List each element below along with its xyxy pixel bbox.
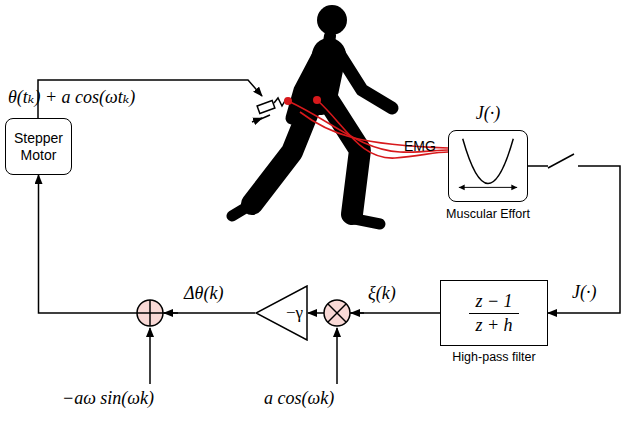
parabola-icon <box>449 131 527 201</box>
signal-label: ξ(k) <box>368 283 396 304</box>
signal-label: Δθ(k) <box>184 283 223 304</box>
caption-label: Muscular Effort <box>446 207 530 221</box>
caption-label: High-pass filter <box>452 350 535 364</box>
function-label: J(·) <box>476 103 500 124</box>
multiplier-symbol <box>324 300 364 384</box>
summing-junction <box>137 300 178 384</box>
gain-label: −γ <box>286 303 303 323</box>
signal-connector <box>39 175 256 313</box>
person-silhouette <box>232 5 392 224</box>
numerator: z − 1 <box>475 291 512 312</box>
electrode <box>313 96 321 104</box>
signal-name: EMG <box>404 138 436 154</box>
signal-label: a cos(ωk) <box>264 388 334 409</box>
signal-label: J(·) <box>572 282 596 303</box>
ankle-actuator <box>252 98 298 122</box>
box-label: Stepper Motor <box>8 130 70 164</box>
signal-label: θ(tₖ) + a cos(ωtₖ) <box>8 86 135 108</box>
process-box: Stepper Motor <box>5 118 72 175</box>
denominator: z + h <box>475 315 512 336</box>
electrode <box>284 97 292 105</box>
filter-box: z − 1z + hHigh-pass filter <box>440 280 548 346</box>
emg-wires <box>288 100 448 158</box>
gain-triangle: −γ <box>255 285 308 341</box>
signal-label: −aω sin(ωk) <box>62 388 154 409</box>
switch-symbol <box>548 154 574 168</box>
fraction-bar <box>469 313 519 314</box>
effort-box: J(·)Muscular Effort <box>448 130 528 202</box>
switch-gap <box>548 160 578 174</box>
